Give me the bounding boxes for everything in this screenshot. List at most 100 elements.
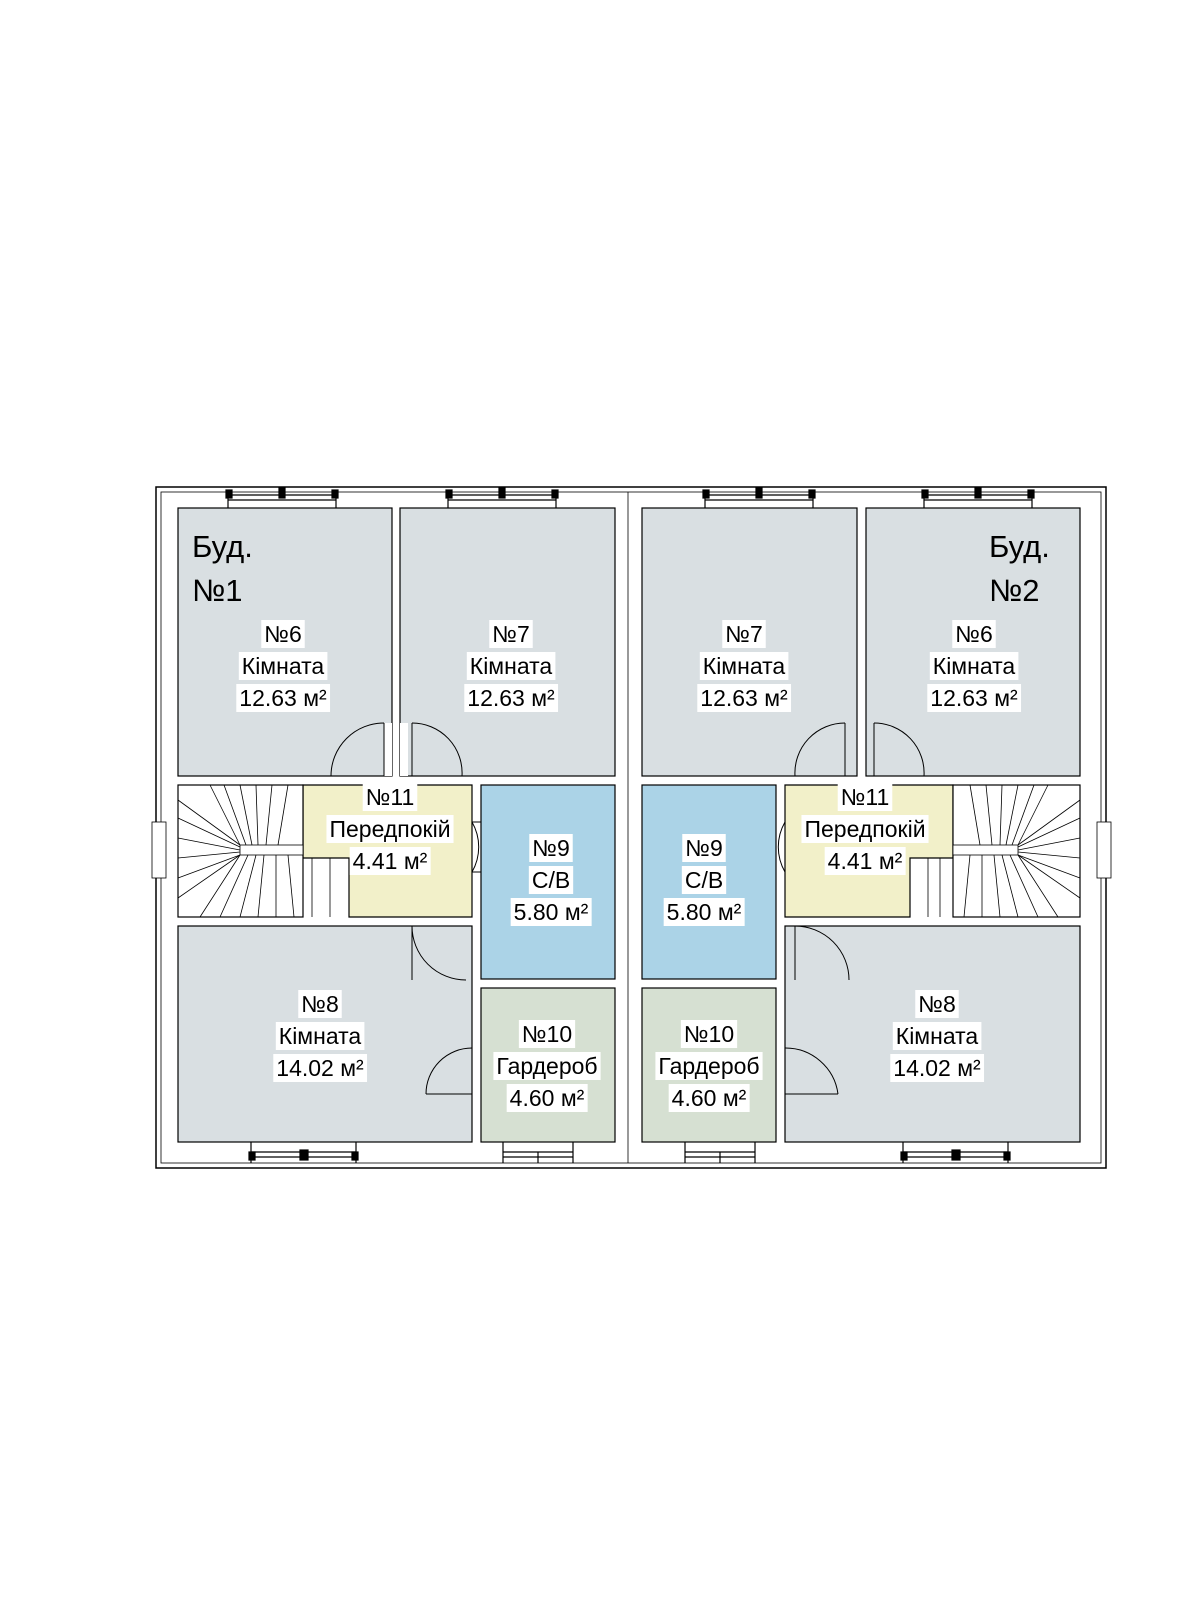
side-openings <box>151 821 1112 879</box>
door-r10 <box>784 1047 839 1095</box>
room-l7-num-bg <box>489 620 533 648</box>
door-r9 <box>777 821 786 873</box>
room-l9-area: 5.80 м² <box>514 899 589 925</box>
window-r6 <box>921 487 1035 508</box>
room-l8-num-bg <box>298 990 342 1018</box>
room-l7-area: 12.63 м² <box>467 685 555 711</box>
room-l6-area-bg <box>236 684 331 712</box>
room-r10-num-bg <box>680 1020 738 1048</box>
svg-text:Буд.: Буд. <box>192 529 253 564</box>
room-l6-num-bg <box>261 620 305 648</box>
room-l8-area: 14.02 м² <box>276 1055 364 1081</box>
window-r7 <box>702 487 816 508</box>
room-l8-num: №8 <box>301 991 338 1017</box>
staircase-left <box>177 784 331 918</box>
room-l9-name-bg <box>528 866 574 894</box>
room-l11-area: 4.41 м² <box>353 848 428 874</box>
room-r8-area: 14.02 м² <box>893 1055 981 1081</box>
window-r8 <box>900 1142 1011 1163</box>
room-l11-name-bg <box>326 815 454 843</box>
room-l6-name: Кімната <box>242 653 325 679</box>
room-r7-area-bg <box>697 684 792 712</box>
window-l7 <box>445 487 559 508</box>
room-r6-num-bg <box>952 620 996 648</box>
room-l9-name: С/В <box>532 867 570 893</box>
door-l8 <box>411 925 467 981</box>
room-r8-num: №8 <box>918 991 955 1017</box>
window-l6 <box>225 487 339 508</box>
room-r8-shape <box>784 925 1081 1143</box>
room-l11-num: №11 <box>366 784 415 810</box>
room-r11-name-bg <box>801 815 929 843</box>
door-l7 <box>400 722 463 777</box>
room-r9-num: №9 <box>685 835 722 861</box>
building-label-right: Буд. №2 <box>989 529 1050 608</box>
room-l6-area: 12.63 м² <box>239 685 327 711</box>
room-l11-area-bg <box>349 847 431 875</box>
room-l7-name-bg <box>466 652 556 680</box>
svg-text:№2: №2 <box>989 573 1040 608</box>
staircase-right <box>927 784 1081 918</box>
room-l6-num: №6 <box>264 621 301 647</box>
room-r7-num: №7 <box>725 621 762 647</box>
doors <box>330 722 925 1095</box>
svg-text:№1: №1 <box>192 573 243 608</box>
building-label-left: Буд. №1 <box>192 529 253 608</box>
room-r6-area: 12.63 м² <box>930 685 1018 711</box>
room-r7-area: 12.63 м² <box>700 685 788 711</box>
room-r9-num-bg <box>682 834 726 862</box>
room-r7-name-bg <box>699 652 789 680</box>
window-r10 <box>684 1142 756 1163</box>
room-r6-area-bg <box>927 684 1022 712</box>
room-l7-num: №7 <box>492 621 529 647</box>
svg-text:Буд.: Буд. <box>989 529 1050 564</box>
room-r8-num-bg <box>915 990 959 1018</box>
windows <box>225 487 1035 1163</box>
room-r10-name: Гардероб <box>658 1053 759 1079</box>
room-l11-name: Передпокій <box>329 816 450 842</box>
window-l10 <box>502 1142 574 1163</box>
room-r6-name: Кімната <box>933 653 1016 679</box>
room-l6-name-bg <box>238 652 328 680</box>
room-r8-name: Кімната <box>896 1023 979 1049</box>
room-l7-name: Кімната <box>470 653 553 679</box>
room-l10-num: №10 <box>522 1021 572 1047</box>
room-r10-area: 4.60 м² <box>672 1085 747 1111</box>
room-r11-area-bg <box>824 847 906 875</box>
door-l6 <box>330 722 392 777</box>
door-l10 <box>425 1047 473 1095</box>
room-l9-num-bg <box>529 834 573 862</box>
room-l10-num-bg <box>518 1020 576 1048</box>
room-r9-area: 5.80 м² <box>667 899 742 925</box>
room-r11-name: Передпокій <box>804 816 925 842</box>
room-l8-name-bg <box>275 1022 365 1050</box>
room-r6-name-bg <box>929 652 1019 680</box>
window-l8 <box>248 1142 359 1163</box>
room-l9-num: №9 <box>532 835 569 861</box>
door-r7 <box>794 722 846 777</box>
door-l9 <box>471 821 481 873</box>
room-l10-area-bg <box>506 1084 588 1112</box>
room-r11-num-bg <box>837 783 893 811</box>
room-l8-area-bg <box>273 1054 368 1082</box>
room-r9-name: С/В <box>685 867 723 893</box>
room-r7-name: Кімната <box>703 653 786 679</box>
room-l10-area: 4.60 м² <box>510 1085 585 1111</box>
room-r10-num: №10 <box>684 1021 734 1047</box>
room-r9-area-bg <box>663 898 745 926</box>
door-r6 <box>873 722 925 777</box>
room-r7-num-bg <box>722 620 766 648</box>
